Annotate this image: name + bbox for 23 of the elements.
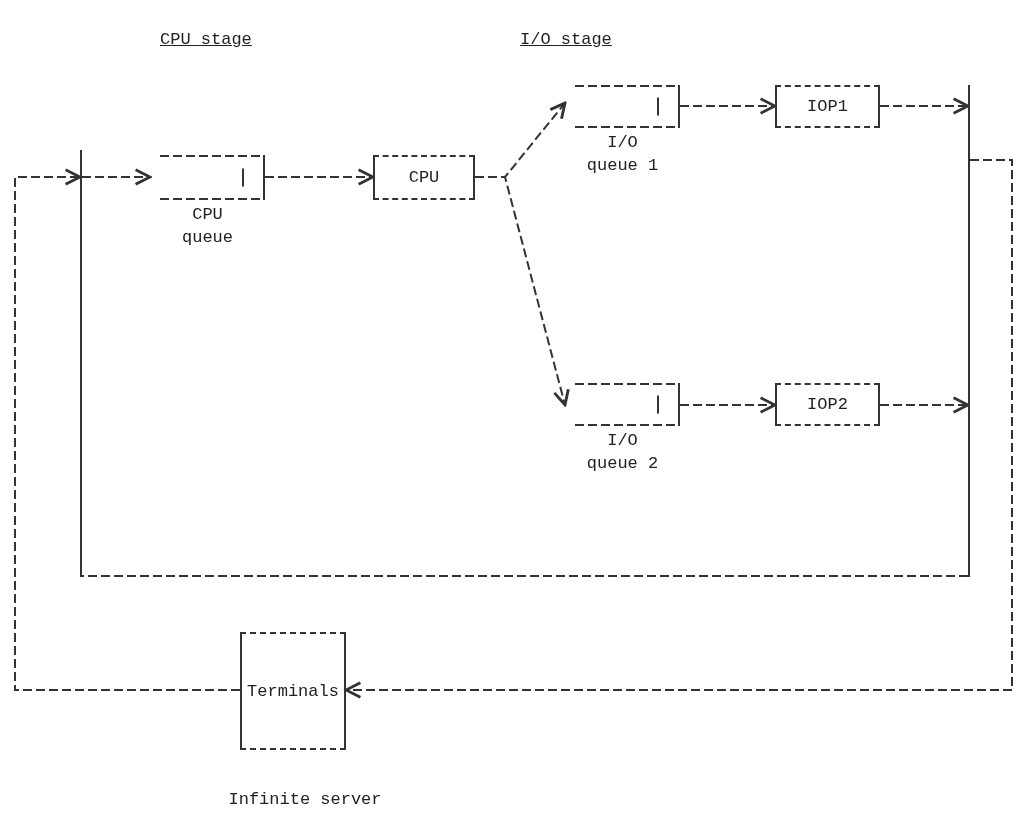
server-label: IOP2 <box>807 395 848 414</box>
arrow <box>879 97 970 115</box>
arrow <box>474 176 570 407</box>
server-box <box>775 383 880 426</box>
arrow <box>879 396 970 414</box>
server-box <box>240 632 346 750</box>
arrow <box>679 97 777 115</box>
server-label: Terminals <box>247 681 339 701</box>
node-caption: Infinite server <box>227 790 383 809</box>
arrow <box>14 168 241 691</box>
arrow <box>81 168 152 186</box>
server-label: IOP1 <box>807 97 848 116</box>
server-label: CPU <box>408 168 440 187</box>
server-box <box>373 155 475 200</box>
queue-label: I/O queue 1 <box>585 132 660 177</box>
stage-heading: CPU stage <box>160 30 252 49</box>
connector-line <box>81 575 969 577</box>
queue-label: I/O queue 2 <box>585 430 660 475</box>
stage-heading: I/O stage <box>520 30 612 49</box>
arrow <box>679 396 777 414</box>
queue-label: CPU queue <box>181 204 234 249</box>
arrow <box>264 168 375 186</box>
server-box <box>775 85 880 128</box>
